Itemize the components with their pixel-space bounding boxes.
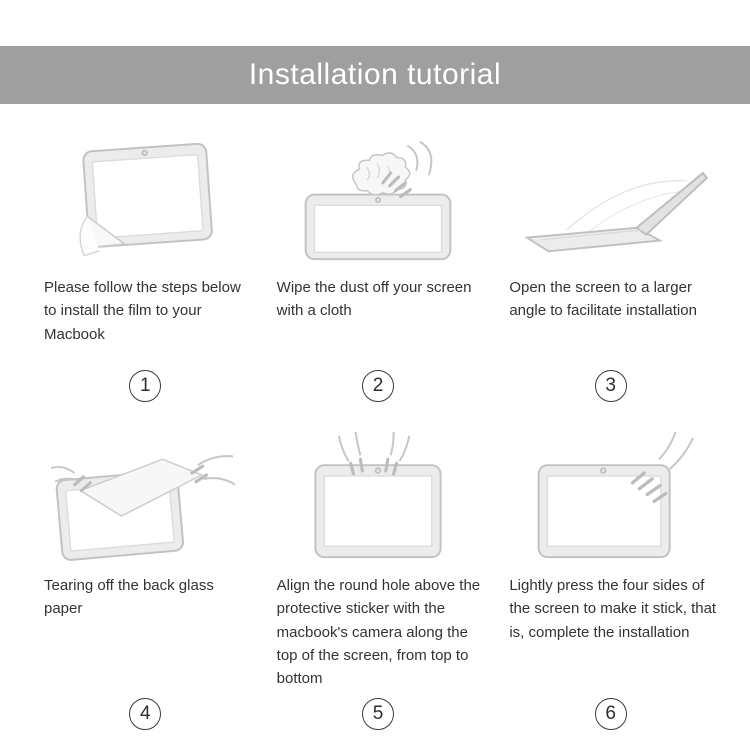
tear-back-paper-icon (51, 455, 236, 561)
macbook-film-peel-icon (79, 142, 214, 257)
step-1-caption: Please follow the steps below to install… (44, 279, 241, 343)
step-3-illustration (499, 132, 722, 264)
step-1-number: 1 (129, 370, 162, 402)
step-2-number: 2 (361, 370, 394, 402)
step-3: Open the screen to a larger angle to fac… (499, 132, 722, 402)
step-4: Tearing off the back glass paper 4 (34, 430, 257, 730)
step-3-number: 3 (594, 370, 627, 402)
step-1-illustration (34, 132, 257, 264)
step-3-caption: Open the screen to a larger angle to fac… (509, 279, 697, 320)
step-6-number: 6 (594, 698, 627, 730)
align-camera-hole-icon (314, 431, 442, 559)
step-2-illustration (267, 132, 490, 264)
step-4-illustration (34, 430, 257, 562)
step-5-number: 5 (361, 698, 394, 730)
wipe-screen-cloth-icon (304, 140, 452, 261)
step-5-caption: Align the round hole above the protectiv… (276, 577, 481, 687)
step-2: Wipe the dust off your screen with a clo… (267, 132, 490, 402)
steps-grid: Please follow the steps below to install… (0, 104, 750, 730)
step-5: Align the round hole above the protectiv… (267, 430, 490, 730)
page-title: Installation tutorial (248, 58, 502, 91)
step-2-caption: Wipe the dust off your screen with a clo… (276, 279, 472, 320)
step-4-caption: Tearing off the back glass paper (44, 577, 214, 618)
step-6: Lightly press the four sides of the scre… (499, 430, 722, 730)
step-6-illustration (499, 430, 722, 562)
open-laptop-angle-icon (523, 171, 708, 253)
step-5-illustration (267, 430, 490, 562)
press-four-sides-icon (537, 431, 694, 559)
step-6-caption: Lightly press the four sides of the scre… (509, 577, 717, 641)
header-banner: Installation tutorial (0, 46, 750, 104)
step-4-number: 4 (129, 698, 162, 730)
step-1: Please follow the steps below to install… (34, 132, 257, 402)
